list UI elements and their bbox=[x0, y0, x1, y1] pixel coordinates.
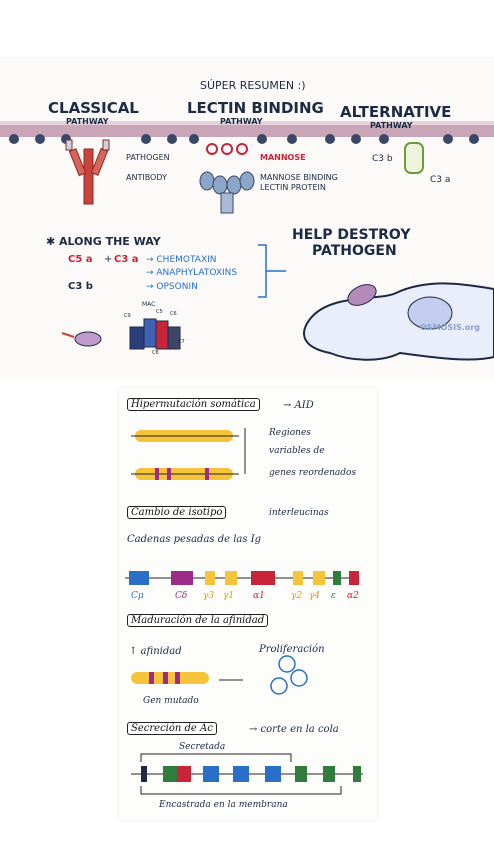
alternative-subtitle: PATHWAY bbox=[370, 121, 413, 130]
c9-label: C9 bbox=[124, 313, 131, 319]
gene-g4: γ4 bbox=[309, 591, 321, 601]
plus-sign: + bbox=[104, 254, 113, 265]
classical-title: CLASSICAL bbox=[48, 99, 139, 117]
heavy-chains-label: Cadenas pesadas de las Ig bbox=[127, 534, 262, 545]
complement-illustration bbox=[0, 121, 494, 361]
membrane-bumps bbox=[9, 134, 479, 144]
mac-label: MAC bbox=[142, 301, 156, 308]
along-the-way: ✱ ALONG THE WAY bbox=[46, 235, 161, 248]
handwritten-notes-panel: Hipermutación somática → AID Regiones va… bbox=[119, 388, 377, 820]
antibody-label: ANTIBODY bbox=[126, 173, 167, 182]
regiones-line2: variables de bbox=[269, 446, 325, 456]
lectin-protein-shape bbox=[199, 143, 255, 214]
c5-label: C5 bbox=[156, 309, 163, 315]
interleukins-label: interleucinas bbox=[269, 508, 329, 518]
summary-header: SÚPER RESUMEN :) bbox=[200, 79, 306, 92]
membrane-bound-label: Encastrada en la membrana bbox=[159, 800, 288, 810]
pathogen-shape bbox=[347, 284, 377, 306]
affinity-maturation-title: Maduración de la afinidad bbox=[127, 614, 269, 627]
mbl-label-1: MANNOSE BINDING bbox=[260, 173, 338, 182]
mutated-gene-label: Gen mutado bbox=[143, 696, 199, 706]
aid-label: → AID bbox=[283, 400, 314, 411]
help-destroy-line1: HELP DESTROY bbox=[292, 227, 411, 243]
secreted-label: Secretada bbox=[179, 742, 226, 752]
complement-summary-panel: SÚPER RESUMEN :) CLASSICAL PATHWAY LECTI… bbox=[0, 57, 494, 379]
gene-a2: α2 bbox=[347, 591, 359, 601]
c3a-label: C3 a bbox=[114, 254, 139, 265]
proliferation-label: Proliferación bbox=[259, 644, 325, 655]
mbl-label-2: LECTIN PROTEIN bbox=[260, 183, 326, 192]
c8-label: C8 bbox=[152, 350, 159, 356]
gene-epsilon: ε bbox=[331, 591, 336, 601]
regiones-line1: Regiones bbox=[269, 428, 311, 438]
opsonin-label: → OPSONIN bbox=[146, 282, 198, 292]
antibody-secretion-title: Secreción de Ac bbox=[127, 722, 217, 735]
classical-subtitle: PATHWAY bbox=[66, 117, 109, 126]
c3b-label: C3 b bbox=[68, 281, 93, 292]
gene-g1: γ1 bbox=[223, 591, 235, 601]
lectin-title: LECTIN BINDING bbox=[187, 99, 324, 117]
osmosis-watermark: OSMOSIS.org bbox=[420, 323, 481, 332]
isotype-switch-title: Cambio de isotipo bbox=[127, 506, 227, 519]
alternative-title: ALTERNATIVE bbox=[340, 103, 452, 121]
c7-label: C7 bbox=[178, 339, 185, 345]
lectin-subtitle: PATHWAY bbox=[220, 117, 263, 126]
c6-label: C6 bbox=[170, 311, 177, 317]
macrophage-shape bbox=[303, 282, 494, 361]
c5a-label: C5 a bbox=[68, 254, 93, 265]
small-pathogen bbox=[74, 331, 102, 347]
chemotaxin-label: → CHEMOTAXIN bbox=[146, 255, 217, 265]
tail-cut-label: → corte en la cola bbox=[249, 724, 339, 735]
increased-affinity-label: ↑ afinidad bbox=[129, 646, 182, 657]
mac-complex bbox=[129, 318, 181, 350]
c3b-shape bbox=[404, 142, 424, 174]
gene-cmu: Cμ bbox=[131, 591, 144, 601]
anaphylatoxins-label: → ANAPHYLATOXINS bbox=[146, 268, 238, 278]
gene-cdelta: Cδ bbox=[175, 591, 188, 601]
hypermutation-title: Hipermutación somática bbox=[127, 398, 260, 411]
notes-illustration bbox=[125, 428, 363, 795]
gene-a1: α1 bbox=[253, 591, 265, 601]
pathogen-label: PATHOGEN bbox=[126, 153, 170, 162]
antibody-shape bbox=[65, 139, 110, 205]
regiones-line3: genes reordenados bbox=[269, 468, 357, 478]
mannose-label: MANNOSE bbox=[260, 153, 306, 162]
gene-g2: γ2 bbox=[291, 591, 303, 601]
gene-g3: γ3 bbox=[203, 591, 215, 601]
c3b-top-label: C3 b bbox=[372, 154, 393, 164]
c3a-top-label: C3 a bbox=[430, 175, 451, 185]
help-destroy-line2: PATHOGEN bbox=[312, 243, 397, 259]
